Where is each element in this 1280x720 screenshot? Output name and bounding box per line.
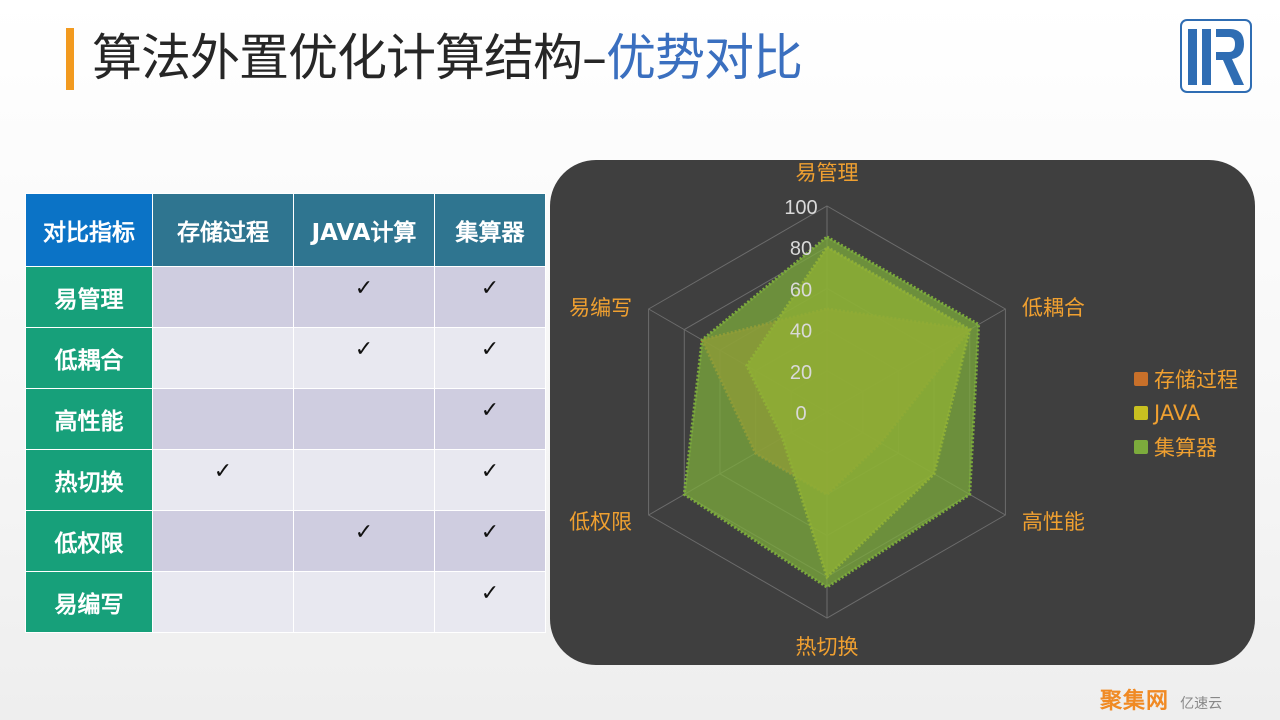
legend-swatch-icon [1134,372,1148,386]
radar-tick-label: 100 [784,197,817,219]
table-cell: ✓ [434,510,546,572]
radar-tick-label: 0 [795,403,806,425]
header-metric: 对比指标 [25,193,153,267]
table-cell [293,571,435,633]
table-cell: ✓ [434,327,546,389]
table-row: 热切换 ✓ ✓ [25,449,546,511]
legend-swatch-icon [1134,406,1148,420]
radar-series-2 [682,235,981,589]
legend-item: JAVA [1134,396,1238,430]
table-cell: ✓ [293,510,435,572]
slide-title: 算法外置优化计算结构–优势对比 [92,22,803,94]
radar-axis-label: 低耦合 [1022,296,1085,320]
table-cell: ✓ [293,266,435,328]
check-mark-icon: ✓ [480,459,500,484]
radar-axis-label: 易编写 [569,296,632,320]
table-cell: ✓ [434,449,546,511]
table-row: 低权限 ✓ ✓ [25,510,546,572]
table-cell [293,449,435,511]
table-cell: ✓ [293,327,435,389]
check-mark-icon: ✓ [354,337,374,362]
watermark-sub: 亿速云 [1180,696,1223,712]
check-mark-icon: ✓ [480,337,500,362]
table-cell [152,510,294,572]
table-cell [293,388,435,450]
table-cell [152,388,294,450]
check-mark-icon: ✓ [480,581,500,606]
watermark-brand: 聚集网 [1100,689,1170,714]
check-mark-icon: ✓ [480,276,500,301]
row-label: 低权限 [25,510,153,572]
legend-item: 存储过程 [1134,362,1238,396]
radar-axis-label: 热切换 [796,635,859,659]
header-esproc: 集算器 [434,193,546,267]
check-mark-icon: ✓ [354,520,374,545]
table-row: 易编写 ✓ [25,571,546,633]
chart-legend: 存储过程 JAVA 集算器 [1134,362,1238,464]
row-label: 高性能 [25,388,153,450]
table-cell: ✓ [434,388,546,450]
radar-axis-label: 高性能 [1022,510,1085,534]
radar-tick-label: 40 [790,321,812,343]
row-label: 易管理 [25,266,153,328]
table-cell: ✓ [434,571,546,633]
legend-swatch-icon [1134,440,1148,454]
table-row: 易管理 ✓ ✓ [25,266,546,328]
radar-tick-label: 20 [790,362,812,384]
title-accent-bar [66,28,74,90]
check-mark-icon: ✓ [354,276,374,301]
legend-label: 存储过程 [1154,368,1238,392]
table-row: 高性能 ✓ [25,388,546,450]
company-logo [1180,19,1252,93]
header-java: JAVA计算 [293,193,435,267]
radar-axis-label: 易管理 [796,161,859,185]
check-mark-icon: ✓ [480,398,500,423]
check-mark-icon: ✓ [213,459,233,484]
table-cell [152,571,294,633]
header-stored-procedure: 存储过程 [152,193,294,267]
table-cell: ✓ [152,449,294,511]
row-label: 易编写 [25,571,153,633]
radar-tick-label: 80 [790,238,812,260]
legend-label: 集算器 [1154,436,1217,460]
radar-axis-label: 低权限 [569,510,632,534]
title-main: 算法外置优化计算结构– [92,29,607,87]
legend-item: 集算器 [1134,430,1238,464]
table-cell: ✓ [434,266,546,328]
table-cell [152,327,294,389]
legend-label: JAVA [1154,401,1201,425]
comparison-table: 对比指标 存储过程 JAVA计算 集算器 易管理 ✓ ✓ 低耦合 ✓ ✓ 高性能 ✓ 热切换 ✓ ✓… [25,193,546,633]
row-label: 低耦合 [25,327,153,389]
table-header-row: 对比指标 存储过程 JAVA计算 集算器 [25,193,546,267]
check-mark-icon: ✓ [480,520,500,545]
watermark: 聚集网 亿速云 [1100,683,1222,715]
table-cell [152,266,294,328]
title-highlight: 优势对比 [606,29,803,87]
row-label: 热切换 [25,449,153,511]
radar-tick-label: 60 [790,279,812,301]
table-row: 低耦合 ✓ ✓ [25,327,546,389]
